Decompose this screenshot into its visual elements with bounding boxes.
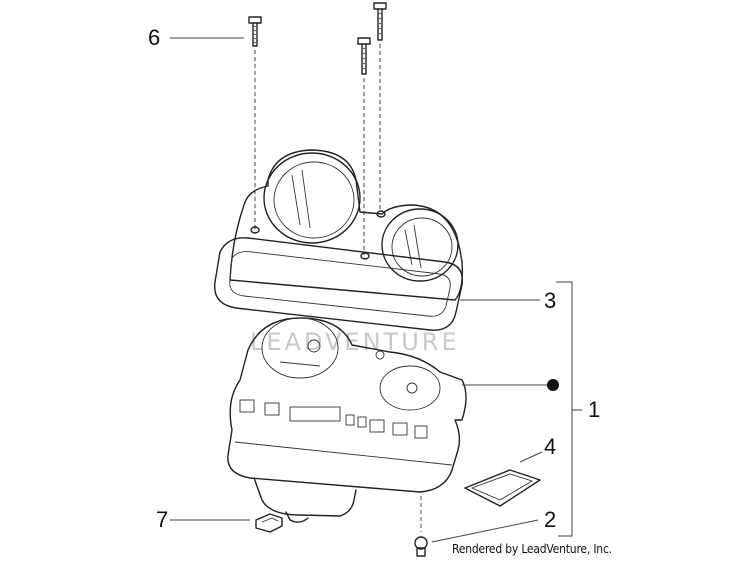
svg-text:LEADVENTURE: LEADVENTURE [250, 328, 460, 356]
instrument-panel-body[interactable] [227, 317, 467, 493]
callout-1: 1 [588, 397, 601, 422]
watermark: LEADVENTURE [250, 328, 460, 356]
callout-4: 4 [544, 434, 557, 459]
screw-6-left[interactable] [248, 16, 262, 230]
callout-2: 2 [544, 507, 557, 532]
bulb-part-2[interactable] [414, 496, 428, 557]
decal-part-4[interactable] [464, 469, 541, 507]
screw-6-right-lower[interactable] [357, 37, 371, 255]
leader-lines [170, 37, 582, 543]
upper-cover-bezel[interactable] [229, 149, 464, 301]
lens-frame[interactable] [213, 237, 464, 331]
callout-6: 6 [148, 25, 161, 50]
screw-6-right-top[interactable] [373, 2, 387, 210]
clip-part-7[interactable] [255, 513, 283, 533]
render-credit: Rendered by LeadVenture, Inc. [452, 542, 612, 556]
callout-7: 7 [156, 507, 169, 532]
callout-3: 3 [544, 288, 557, 313]
lower-housing[interactable] [253, 477, 357, 523]
